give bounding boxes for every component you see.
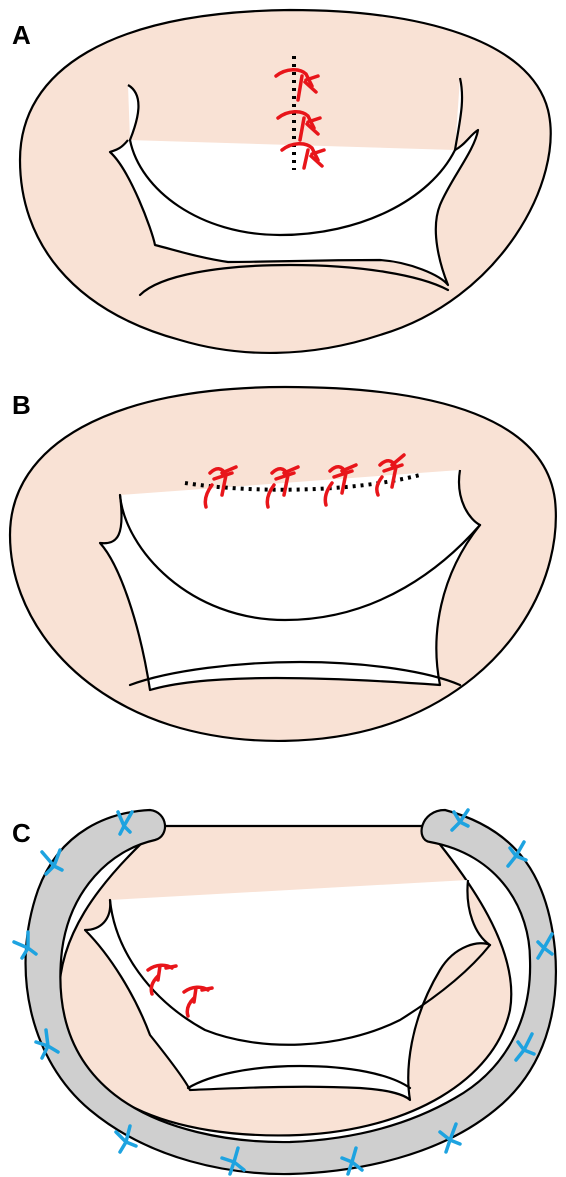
valve-diagram-a	[0, 0, 566, 370]
valve-diagram-c	[0, 770, 566, 1177]
panel-a: A	[0, 0, 566, 370]
panel-c: C	[0, 770, 566, 1177]
panel-b: B	[0, 375, 566, 765]
valve-orifice	[100, 470, 480, 690]
valve-diagram-b	[0, 375, 566, 765]
